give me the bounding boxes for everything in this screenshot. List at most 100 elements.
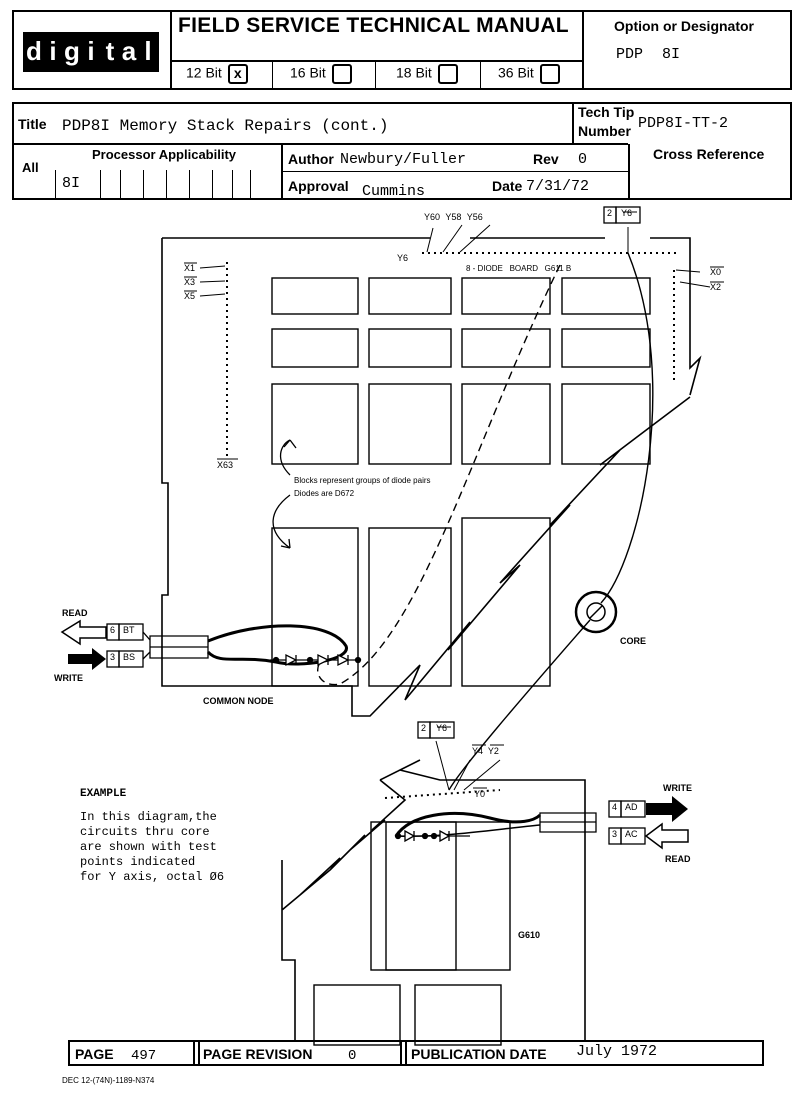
logo-letter: t [99, 32, 121, 72]
header-block [12, 10, 792, 90]
tech-tip-value: PDP8I-TT-2 [638, 115, 729, 132]
cross-ref-label: Cross Reference [653, 146, 765, 162]
ad-signal: AD [625, 802, 638, 812]
info-block [12, 102, 792, 200]
x5-label: X5 [184, 291, 196, 301]
tech-tip-label: Tech Tip [578, 104, 635, 120]
page-label: PAGE [75, 1046, 114, 1062]
proc-cell-line [212, 170, 213, 198]
proc-cell-line [232, 170, 233, 198]
footer-block [68, 1040, 764, 1066]
example-line: circuits thru core [80, 825, 210, 839]
date-label: Date [492, 178, 523, 194]
bt-number: 6 [110, 625, 116, 635]
example-line: points indicated [80, 855, 196, 869]
title-value: PDP8I Memory Stack Repairs (cont.) [62, 117, 389, 135]
footer-divider-4 [405, 1040, 407, 1066]
title-label: Title [18, 116, 47, 132]
x2-label: X2 [710, 282, 722, 292]
author-value: Newbury/Fuller [340, 151, 467, 168]
proc-cell-line [143, 170, 144, 198]
header-divider-1 [170, 10, 172, 90]
g610-label: G610 [518, 930, 541, 940]
bit-option-label: 36 Bit [498, 64, 534, 81]
info-row-line [12, 143, 628, 145]
page-revision-value: 0 [348, 1048, 357, 1064]
logo-letter: d [23, 32, 45, 72]
all-label: All [22, 160, 39, 175]
publication-date-value: July 1972 [576, 1043, 658, 1060]
note-line-1: Blocks represent groups of diode pairs [294, 476, 431, 485]
page-value: 497 [131, 1048, 157, 1064]
processor-value: 8I [62, 175, 81, 192]
write-arrow-right-icon [646, 796, 688, 822]
proc-cell-line [120, 170, 121, 198]
logo-letter: g [61, 32, 83, 72]
bs-signal: BS [123, 652, 136, 662]
document-code: DEC 12-(74N)-1189-N374 [62, 1076, 155, 1085]
note-arrows [272, 439, 297, 549]
connector-right [539, 800, 646, 845]
header-divider-2 [582, 10, 584, 90]
board-g611-outline [161, 237, 702, 717]
rev-label: Rev [533, 151, 559, 167]
number-label: Number [578, 123, 631, 139]
y0-label: Y0 [474, 789, 486, 799]
header-bit-row-line [170, 60, 582, 62]
date-value: 7/31/72 [526, 178, 590, 195]
core-label: CORE [620, 636, 647, 646]
read-arrow-left-icon [60, 619, 107, 646]
bit-divider-1 [272, 60, 273, 90]
connector-left [106, 623, 209, 668]
footer-divider-3 [400, 1040, 402, 1066]
footer-divider-1 [193, 1040, 195, 1066]
checkbox-icon [331, 64, 352, 84]
checkbox-icon [539, 64, 560, 84]
bit-divider-3 [480, 60, 481, 90]
bit-option-label: 16 Bit [290, 64, 326, 81]
board-g610-outline [281, 759, 586, 1040]
cross-ref-divider [628, 144, 630, 200]
approval-value: Cummins [362, 183, 426, 200]
bit-option-18: 18 Bit [396, 64, 458, 84]
logo-letter: i [42, 32, 64, 72]
logo-letter: i [80, 32, 102, 72]
checkbox-icon [437, 64, 458, 84]
logo-letter: l [137, 32, 159, 72]
board-label: 8 - DIODE BOARD G611 B [466, 264, 572, 273]
ad-number: 4 [612, 802, 618, 812]
bottom-y6-number: 2 [421, 723, 427, 733]
read-arrow-right-icon [644, 822, 689, 850]
example-line: In this diagram,the [80, 810, 217, 824]
author-label: Author [288, 151, 334, 167]
proc-cell-line [100, 170, 101, 198]
core-icon [574, 590, 618, 634]
read-label-right: READ [665, 854, 691, 864]
y4-y2-label: Y4 Y2 [472, 746, 499, 756]
proc-cell-line [250, 170, 251, 198]
diode-blocks [271, 277, 651, 687]
signal-boxes [417, 206, 641, 739]
read-label-left: READ [62, 608, 88, 618]
author-row-line [281, 171, 629, 172]
ac-number: 3 [612, 829, 618, 839]
x0-label: X0 [710, 267, 722, 277]
bottom-y6-signal: Y6 [436, 723, 448, 733]
write-arrow-left-icon [68, 648, 106, 670]
write-label-left: WRITE [54, 673, 83, 683]
diode-string-lower [394, 829, 470, 843]
manual-title: FIELD SERVICE TECHNICAL MANUAL [178, 14, 569, 37]
top-y-labels: Y60 Y58 Y56 [424, 212, 483, 222]
common-node-label: COMMON NODE [203, 696, 274, 706]
rev-value: 0 [578, 151, 588, 168]
ac-signal: AC [625, 829, 638, 839]
option-value: PDP 8I [616, 46, 681, 63]
processor-label: Processor Applicability [92, 147, 237, 162]
bit-divider-2 [375, 60, 376, 90]
publication-date-label: PUBLICATION DATE [411, 1046, 547, 1062]
checkbox-icon: x [227, 64, 248, 84]
example-line: are shown with test [80, 840, 217, 854]
wires [206, 252, 654, 838]
proc-cell-line [166, 170, 167, 198]
